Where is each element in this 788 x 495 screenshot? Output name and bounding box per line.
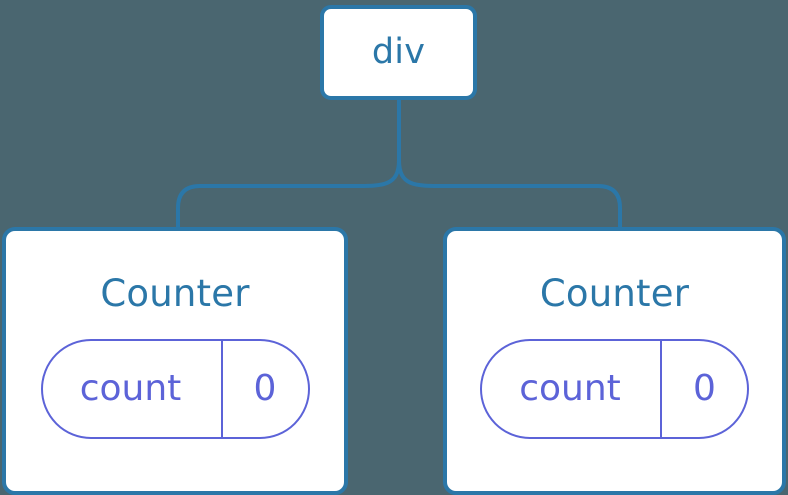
node-counter-left-label: Counter bbox=[100, 272, 250, 315]
node-div[interactable]: div bbox=[320, 5, 477, 100]
connector-branch-left bbox=[176, 159, 401, 229]
node-counter-left[interactable]: Counter count 0 bbox=[2, 227, 348, 495]
node-counter-right[interactable]: Counter count 0 bbox=[443, 227, 786, 495]
node-div-label: div bbox=[371, 32, 426, 72]
state-key-left: count bbox=[79, 368, 182, 409]
connector-branch-right bbox=[397, 159, 622, 229]
state-pill-right[interactable]: count 0 bbox=[480, 339, 749, 439]
state-divider-right bbox=[660, 341, 662, 437]
state-value-right: 0 bbox=[693, 368, 716, 409]
state-divider-left bbox=[220, 341, 223, 437]
state-pill-left[interactable]: count 0 bbox=[40, 339, 310, 439]
state-key-right: count bbox=[519, 368, 621, 409]
state-value-left: 0 bbox=[253, 368, 277, 409]
node-counter-right-label: Counter bbox=[539, 272, 690, 315]
